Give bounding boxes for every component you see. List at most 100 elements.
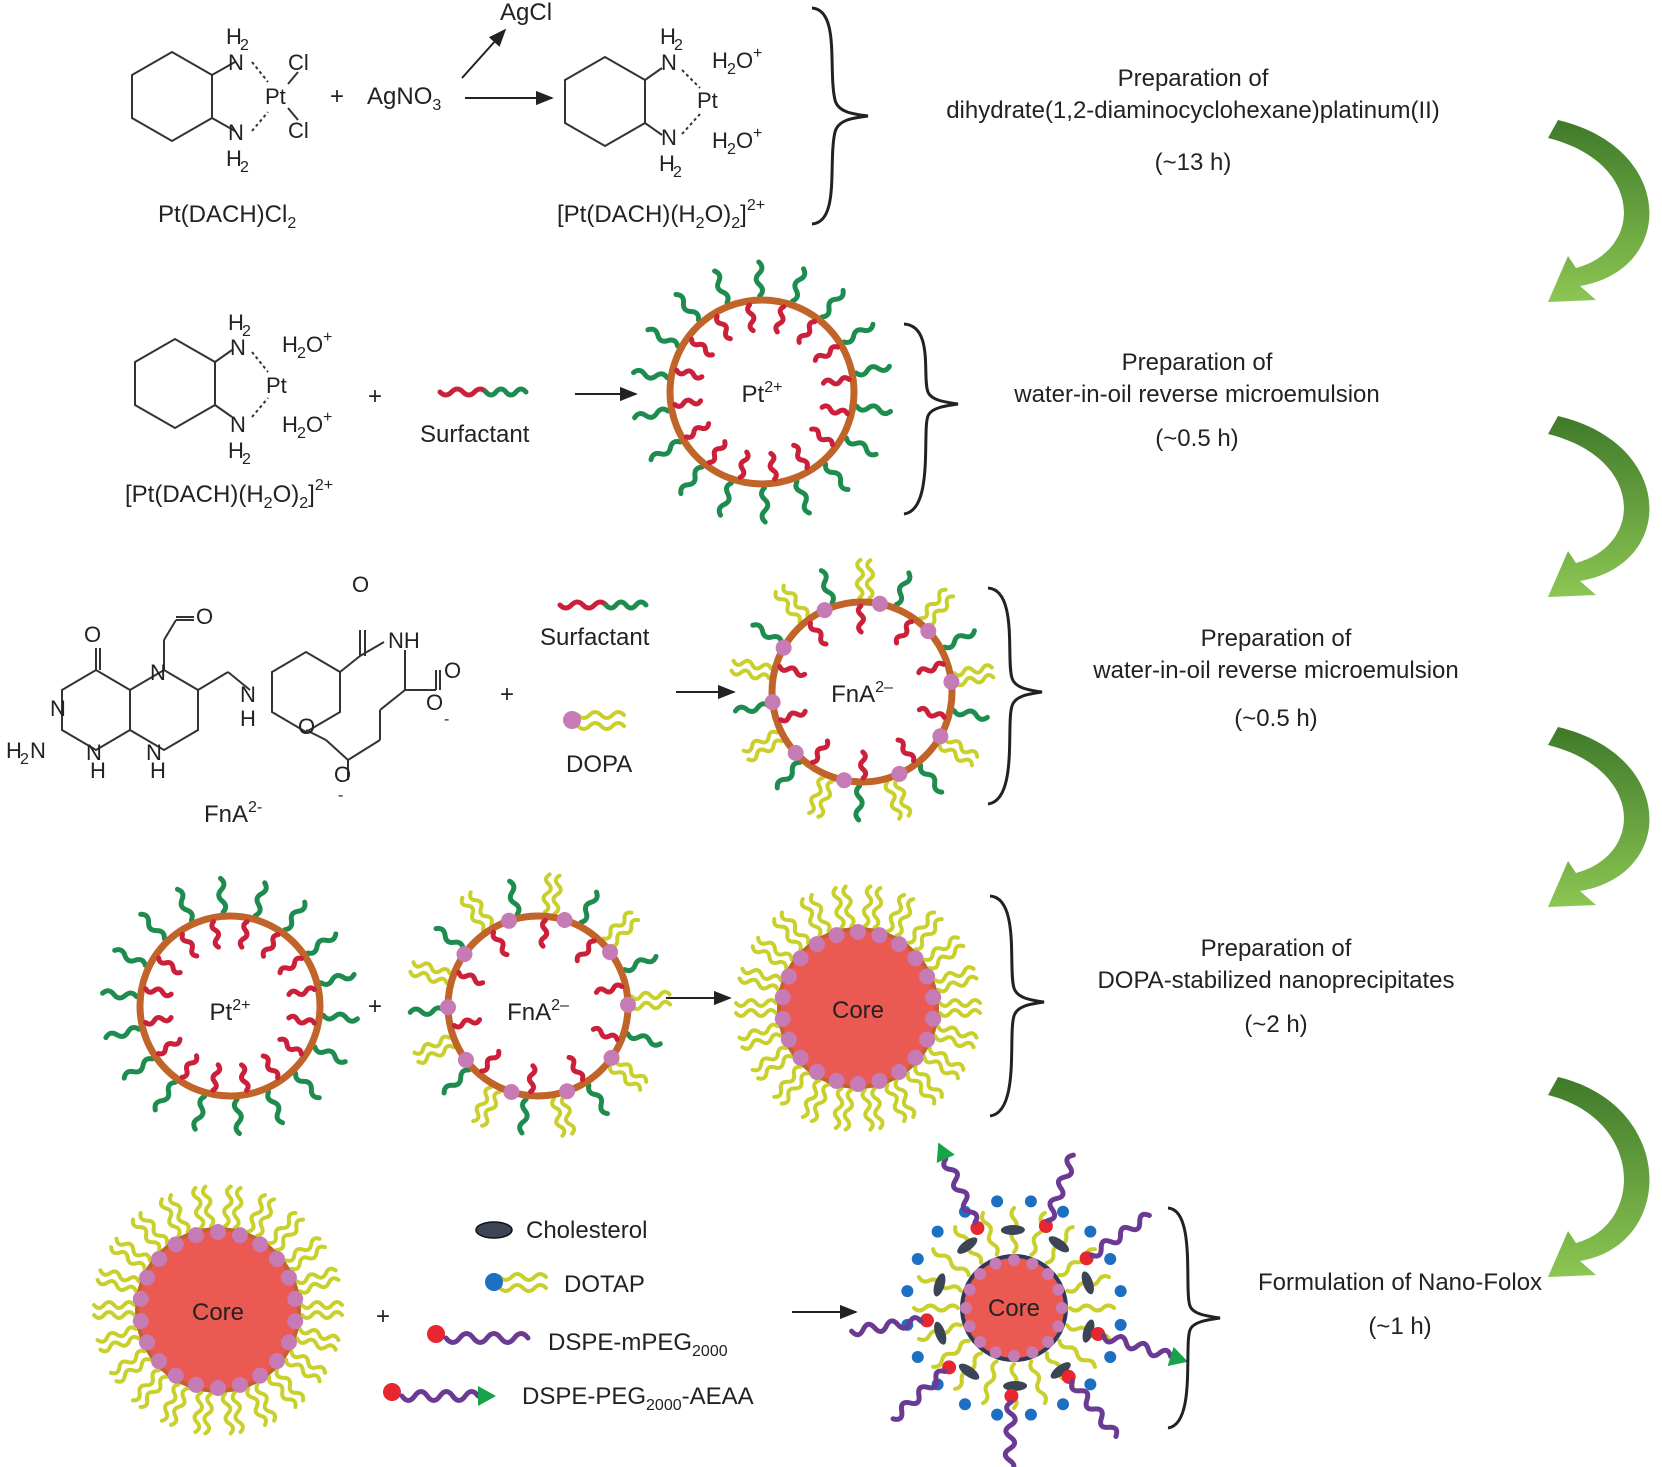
step-5-time: (~1 h) (1368, 1313, 1431, 1340)
tail-yellow (832, 1086, 845, 1130)
tail (576, 721, 626, 731)
tail-yellow (471, 1085, 493, 1124)
tail-yellow (905, 1071, 937, 1106)
tail-red (672, 397, 704, 409)
dopa-head (559, 1083, 576, 1100)
tail-red (858, 749, 869, 781)
svg-text:+: + (753, 45, 762, 62)
svg-text:N: N (86, 740, 102, 765)
tail-green (759, 485, 771, 525)
tail-red (706, 439, 728, 465)
svg-text:N: N (230, 412, 246, 437)
tail-green (407, 1005, 447, 1017)
dopa-head (252, 1367, 269, 1384)
step-2-title: Preparation of (1122, 349, 1273, 376)
dotap-head (931, 1225, 944, 1238)
tail-red (260, 1053, 281, 1081)
svg-text:O: O (298, 714, 315, 739)
dotap-head (1024, 1408, 1037, 1421)
cholesterol (934, 1321, 947, 1345)
dspe-head (919, 1313, 934, 1328)
dotap-head (1104, 1351, 1117, 1364)
head (485, 1273, 503, 1291)
tail-yellow (936, 974, 979, 994)
dopa-head (456, 946, 473, 963)
tail-green (854, 403, 893, 417)
tail-yellow (884, 1082, 908, 1124)
tail-green (750, 622, 785, 646)
tail-green (673, 292, 702, 323)
svg-text:O: O (306, 332, 323, 357)
tail-red (277, 1036, 304, 1057)
tail-red (683, 421, 712, 440)
dopa-head (775, 639, 792, 656)
tail-red (260, 932, 281, 959)
tail-yellow (95, 1277, 138, 1294)
dopa-head (139, 1334, 156, 1351)
tail-yellow (885, 892, 907, 934)
dopa-head (919, 968, 936, 985)
svg-text:O: O (736, 48, 753, 73)
dopa-head (891, 1063, 908, 1080)
dopa-head (943, 673, 960, 690)
fna-reverse-micelle (729, 557, 996, 823)
tail-yellow (894, 897, 916, 938)
curved-green-arrow (1548, 1077, 1650, 1277)
dopa-head (603, 1049, 620, 1066)
byproduct-arrow (461, 28, 507, 79)
tail-yellow (459, 895, 486, 932)
tail-yellow (138, 1374, 169, 1410)
dopa-head (210, 1380, 226, 1396)
tail-yellow (254, 1382, 278, 1423)
svg-text:O: O (352, 572, 369, 597)
cholesterol (1081, 1271, 1094, 1295)
dopa-head (1026, 1257, 1039, 1270)
dopa-head (907, 1049, 924, 1066)
tail-yellow (114, 1236, 152, 1263)
tail-yellow (729, 668, 771, 681)
step-1-time: (~13 h) (1155, 149, 1232, 176)
dopa-head (974, 1335, 987, 1348)
tail-red (714, 313, 733, 342)
tail-green (793, 478, 812, 516)
plus-sign-4: + (368, 993, 382, 1020)
tail-yellow (169, 1386, 190, 1427)
tail-yellow (937, 743, 974, 768)
dopa-head (850, 924, 866, 940)
tail-green (507, 878, 522, 917)
curved-green-arrow (1548, 416, 1650, 597)
tail-yellow (245, 1386, 268, 1427)
svg-text:H: H (228, 310, 244, 335)
step-3-time: (~0.5 h) (1234, 705, 1317, 732)
dopa-head (280, 1269, 297, 1286)
tail-red (286, 985, 317, 997)
dopa-head (891, 765, 908, 782)
plus-sign-3: + (500, 681, 514, 708)
svg-text:Cl: Cl (288, 118, 309, 143)
tail-yellow (737, 976, 780, 992)
tail-yellow (799, 897, 823, 938)
svg-text:Pt: Pt (697, 88, 718, 113)
dotap-head (1084, 1378, 1097, 1391)
svg-text:H: H (90, 758, 106, 783)
tail-yellow (927, 943, 966, 971)
tail-green (818, 568, 836, 606)
svg-text:H: H (660, 24, 676, 49)
dotap-head (1057, 1398, 1070, 1411)
tail-red (209, 919, 221, 950)
surfactant-icon-2 (557, 599, 649, 611)
tail-red (155, 1036, 183, 1057)
peg-chain (399, 1389, 481, 1403)
svg-text:N: N (661, 125, 677, 150)
dopa-head (268, 1250, 285, 1267)
core-label-2: Core (192, 1299, 244, 1326)
dopa-head (989, 1257, 1002, 1270)
tail-green (100, 988, 139, 1001)
step-1-subtitle: dihydrate(1,2-diaminocyclohexane)platinu… (946, 97, 1440, 124)
tail-red (538, 917, 550, 949)
dopa-head (919, 1031, 936, 1048)
svg-text:-: - (444, 711, 449, 728)
tail-yellow (274, 1368, 306, 1403)
tail-green (174, 886, 195, 923)
dopa-head (1052, 1283, 1065, 1296)
